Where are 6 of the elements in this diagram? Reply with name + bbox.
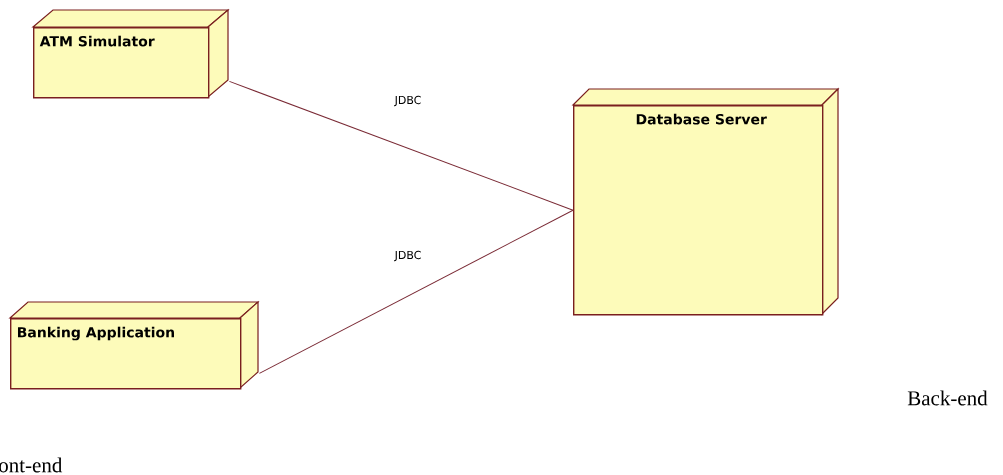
connector-line	[228, 80, 574, 211]
text-label: Back-end	[907, 390, 988, 406]
edge-label: JDBC	[393, 94, 423, 108]
edge-label: JDBC	[393, 249, 423, 263]
connector-line	[258, 209, 574, 374]
text-label: ont-end	[0, 457, 63, 473]
